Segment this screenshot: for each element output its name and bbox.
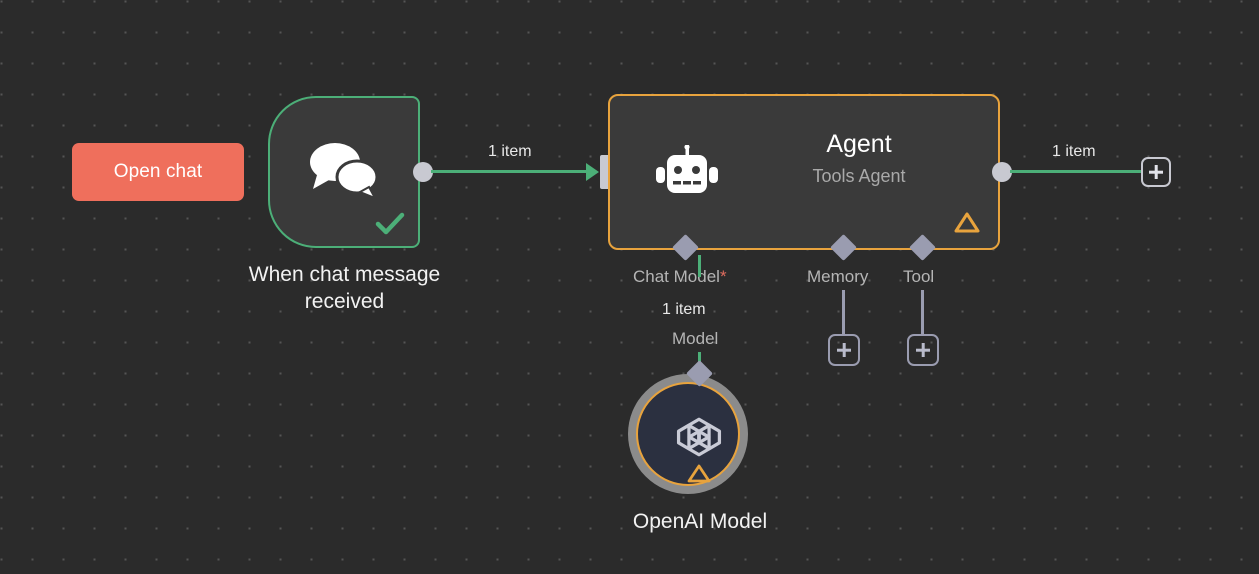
node-openai-model-label: OpenAI Model [632, 510, 768, 533]
check-icon [375, 212, 405, 235]
chat-bubbles-icon [310, 143, 379, 200]
chat-model-required-mark: * [719, 267, 727, 286]
openai-logo-icon [676, 417, 722, 457]
node-openai-model[interactable] [628, 374, 770, 494]
sub-connection-label-model: Model [672, 329, 719, 348]
connection-agent-output[interactable] [1010, 170, 1142, 173]
warning-triangle-icon-openai[interactable] [687, 463, 711, 484]
robot-icon [656, 145, 718, 193]
add-memory-button[interactable] [828, 334, 860, 366]
connector-tool-stem [921, 290, 924, 335]
sub-port-label-chat-model: Chat Model* [633, 267, 727, 287]
connection-model-stem-upper [698, 255, 701, 277]
agent-subtitle: Tools Agent [812, 166, 906, 186]
agent-title: Agent [826, 130, 892, 158]
connection-label-agent-output: 1 item [1052, 143, 1096, 160]
agent-output-port[interactable] [992, 162, 1012, 182]
sub-port-label-tool: Tool [903, 267, 935, 286]
connection-trigger-to-agent[interactable] [431, 170, 586, 173]
connection-label-trigger-to-agent: 1 item [488, 143, 532, 160]
add-node-button-output[interactable] [1141, 157, 1171, 187]
connection-arrow-icon [586, 163, 599, 181]
warning-triangle-icon[interactable] [954, 211, 980, 234]
sub-port-label-memory: Memory [807, 267, 869, 286]
node-chat-trigger-label: When chat message received [248, 263, 441, 313]
chat-model-label-text: Chat Model [633, 267, 720, 286]
connection-label-model: 1 item [662, 301, 706, 318]
chat-trigger-output-port[interactable] [413, 162, 433, 182]
node-chat-trigger[interactable] [268, 96, 420, 248]
node-agent[interactable]: Agent Tools Agent [608, 94, 1000, 250]
add-tool-button[interactable] [907, 334, 939, 366]
connector-memory-stem [842, 290, 845, 335]
open-chat-button[interactable]: Open chat [72, 143, 244, 201]
